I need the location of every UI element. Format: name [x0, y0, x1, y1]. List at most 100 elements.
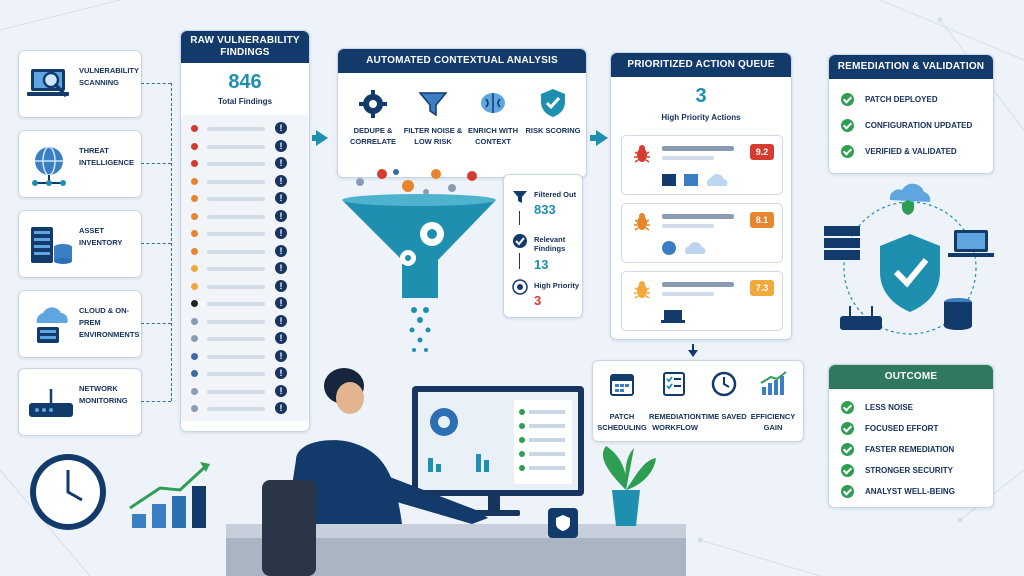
finding-placeholder-bar [207, 179, 265, 184]
queue-count-label: High Priority Actions [661, 113, 741, 122]
finding-row: ! [181, 174, 309, 190]
down-arrow-icon [688, 350, 698, 357]
queue-title: Prioritized Action Queue [611, 53, 791, 77]
asset-icons [662, 174, 728, 186]
analyst-person-icon [286, 368, 488, 524]
alert-icon: ! [275, 209, 287, 222]
bug-icon [634, 281, 650, 299]
plant-icon [602, 446, 656, 526]
alert-icon: ! [275, 227, 287, 239]
source-label: Vulnerability Scanning [79, 66, 139, 87]
outcome-panel: Outcome Less Noise Focused Effort Faster… [828, 364, 994, 508]
alert-icon: ! [275, 244, 287, 257]
finding-placeholder-bar [207, 407, 265, 411]
stat-value: 13 [534, 257, 549, 272]
office-chair-icon [262, 480, 316, 576]
queue-count: 3 [695, 85, 707, 107]
finding-placeholder-bar [207, 389, 265, 394]
connector-line [141, 323, 171, 324]
laptop-icon [948, 230, 994, 257]
finding-placeholder-bar [207, 249, 265, 254]
globe-network-icon [32, 146, 66, 186]
finding-placeholder-bar [207, 302, 265, 306]
raw-findings-count-label: Total Findings [217, 97, 273, 106]
router-icon [29, 389, 73, 417]
cloud-server-icon [36, 307, 68, 343]
coffee-mug-icon [548, 508, 578, 538]
severity-dot [191, 265, 198, 272]
alert-icon: ! [275, 384, 287, 397]
severity-dot [191, 195, 198, 202]
action-card[interactable]: 9.2 [621, 135, 783, 195]
database-icon [944, 298, 972, 330]
finding-placeholder-bar [207, 267, 265, 271]
alert-icon: ! [275, 349, 287, 362]
alert-icon: ! [275, 332, 287, 344]
source-label: Asset Inventory [79, 226, 123, 247]
outcome-item: Focused Effort [865, 424, 939, 433]
actions-panel: Patch Scheduling Remediation Workflow Ti… [592, 360, 804, 442]
severity-dot [191, 387, 198, 395]
check-icon [841, 93, 854, 106]
connector-line [141, 83, 171, 84]
check-icon [841, 119, 854, 132]
action-label: Patch Scheduling [597, 412, 647, 432]
shield-check-icon [541, 89, 565, 117]
severity-dot [191, 370, 198, 377]
check-circle-icon [513, 234, 527, 248]
check-icon [841, 422, 854, 435]
finding-row: ! [181, 384, 309, 400]
action-label: Efficiency Gain [750, 412, 796, 432]
step-label: Filter Noise & Low Risk [403, 126, 463, 146]
flow-arrow-shaft [590, 135, 598, 141]
analysis-panel: Automated Contextual Analysis Dedupe & C… [337, 48, 587, 178]
stat-value: 3 [534, 293, 542, 308]
action-queue-panel: Prioritized Action Queue 3 High Priority… [610, 52, 792, 340]
finding-placeholder-bar [207, 127, 265, 131]
filter-icon [418, 92, 448, 117]
risk-score-badge: 8.1 [750, 212, 774, 228]
outcome-item: Stronger Security [865, 466, 954, 475]
connector-line [141, 243, 171, 244]
finding-placeholder-bar [207, 162, 265, 166]
step-label: Enrich with Context [468, 126, 518, 146]
alert-icon: ! [275, 314, 287, 327]
stat-label: Filtered Out [534, 190, 577, 199]
severity-dot [191, 282, 198, 290]
remediation-item: Patch Deployed [865, 95, 938, 104]
finding-row: ! [181, 244, 309, 260]
severity-dot [191, 160, 198, 167]
clock-and-growth-illustration [30, 454, 210, 530]
raw-findings-panel: Raw Vulnerability Findings 846 Total Fin… [180, 30, 310, 432]
bug-icon [634, 145, 650, 163]
raw-findings-title: Raw Vulnerability Findings [181, 31, 309, 63]
remediation-panel: Remediation & Validation Patch Deployed … [828, 54, 994, 174]
finding-placeholder-bar [207, 284, 265, 289]
asset-icons [662, 241, 706, 255]
findings-list: !!!!!!!!!!!!!!!!! [181, 115, 309, 421]
alert-icon: ! [275, 297, 287, 309]
stat-label: Relevant Findings [534, 235, 566, 253]
action-card[interactable]: 7.3 [621, 271, 783, 331]
alert-icon: ! [275, 402, 287, 414]
alert-icon: ! [275, 122, 287, 134]
finding-row: ! [181, 226, 309, 242]
shield-check-icon [880, 234, 940, 312]
flow-arrow [596, 130, 608, 146]
finding-row: ! [181, 279, 309, 295]
laptop-magnifier-icon [27, 69, 69, 97]
router-icon [840, 306, 882, 330]
alert-icon: ! [275, 262, 287, 274]
finding-placeholder-bar [207, 214, 265, 219]
step-label: Dedupe & Correlate [349, 126, 397, 146]
severity-dot [191, 405, 198, 412]
remediation-title: Remediation & Validation [829, 55, 993, 79]
source-label: Threat Intelligence [79, 146, 135, 167]
filter-stats-panel: Filtered Out 833 Relevant Findings 13 Hi… [503, 174, 583, 318]
chart-up-icon [760, 371, 787, 395]
finding-placeholder-bar [207, 372, 265, 376]
finding-row: ! [181, 156, 309, 172]
server-database-icon [31, 227, 72, 264]
action-card[interactable]: 8.1 [621, 203, 783, 263]
source-network-monitoring: Network Monitoring [18, 368, 142, 436]
